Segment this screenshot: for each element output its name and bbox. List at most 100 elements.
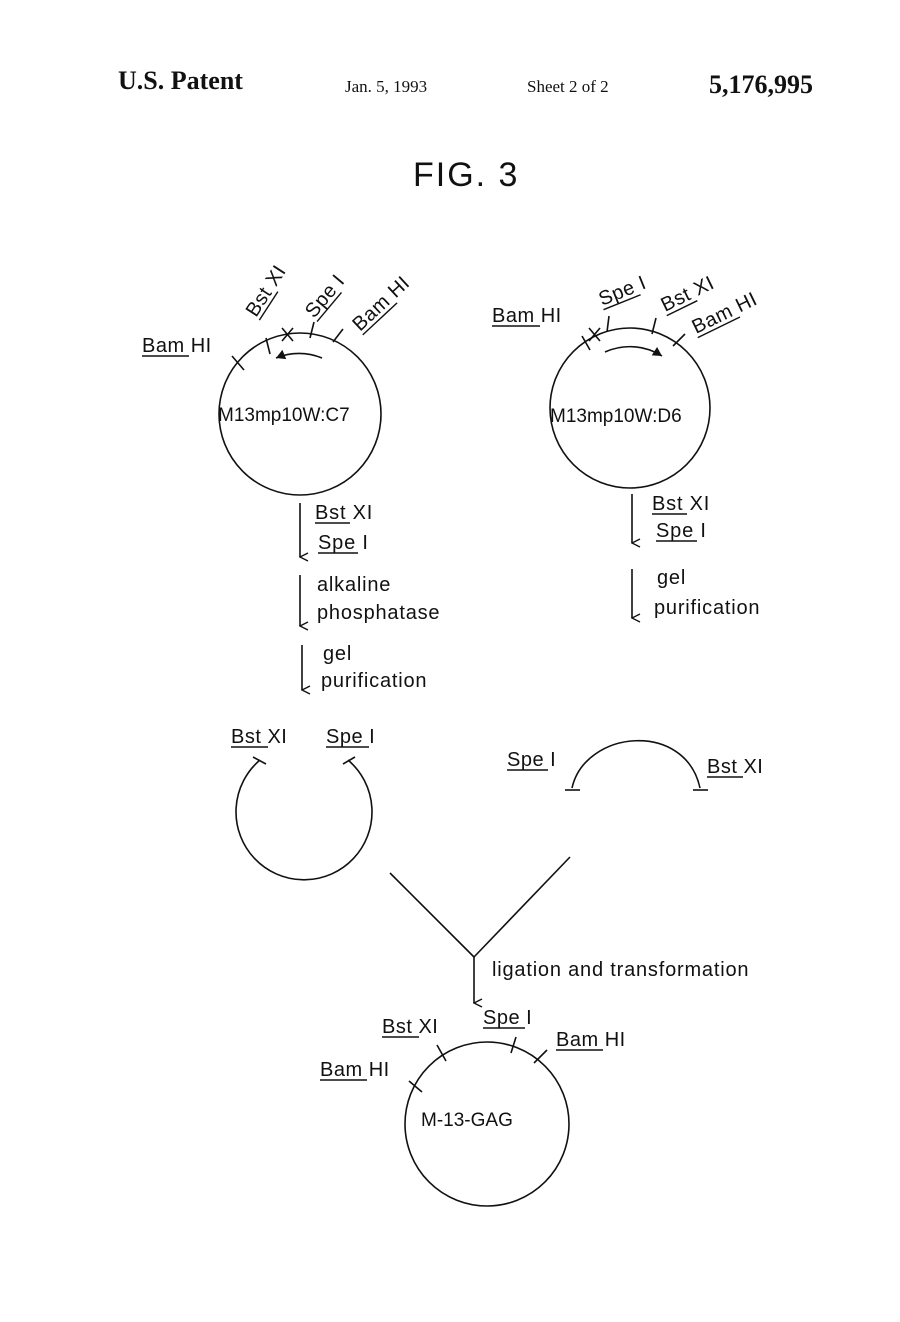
plasmid-c7-name: M13mp10W:C7 xyxy=(218,405,350,426)
product-plasmid-name: M-13-GAG xyxy=(421,1110,513,1131)
product-site-bamhi-right: Bam HI xyxy=(556,1029,626,1051)
vector-fragment-arc xyxy=(235,759,373,881)
site-suffix: HI xyxy=(384,272,414,302)
d6-step2-line1: gel xyxy=(657,567,686,589)
header-date: Jan. 5, 1993 xyxy=(345,77,428,96)
product-site-bamhi-left: Bam HI xyxy=(320,1059,390,1081)
svg-text:Bst XI: Bst XI xyxy=(382,1016,438,1038)
product-tick-bamhi-left xyxy=(408,1080,423,1093)
plasmid-c7: M13mp10W:C7 Bam HI Bst XI Spe I Bam HI xyxy=(142,261,440,692)
plasmid-d6-tick-bstxi xyxy=(651,317,657,335)
figure-title: FIG. 3 xyxy=(413,156,519,194)
site-suffix: XI xyxy=(690,272,718,300)
site-suffix: HI xyxy=(605,1029,626,1051)
product-plasmid-circle xyxy=(404,1041,570,1207)
site-suffix: HI xyxy=(541,305,562,327)
ligation-line-right xyxy=(473,856,571,958)
enzyme-underline xyxy=(666,300,698,317)
product-tick-bstxi xyxy=(436,1044,447,1062)
plasmid-c7-tick-bamhi-left xyxy=(231,355,245,371)
svg-text:Bst XI: Bst XI xyxy=(315,502,373,524)
site-suffix: XI xyxy=(267,726,287,748)
step-enzyme: Bst xyxy=(315,502,346,524)
product-tick-spei xyxy=(510,1036,517,1054)
site-suffix: I xyxy=(329,270,350,289)
step-suffix: I xyxy=(700,520,706,542)
svg-text:Bst XI: Bst XI xyxy=(707,756,763,778)
svg-text:Spe I: Spe I xyxy=(656,520,707,542)
insert-fragment: Spe I Bst XI xyxy=(507,739,763,791)
step-suffix: XI xyxy=(353,502,374,524)
site-suffix: XI xyxy=(418,1016,438,1038)
site-suffix: I xyxy=(636,272,650,295)
enzyme-underline xyxy=(258,291,279,321)
vector-site-spei: Spe I xyxy=(326,726,375,748)
c7-step2-line1: alkaline xyxy=(317,574,391,596)
svg-text:Bst XI: Bst XI xyxy=(652,493,710,515)
plasmid-c7-site-bstxi: Bst XI xyxy=(242,261,291,320)
plasmid-c7-circle xyxy=(218,332,382,496)
svg-text:Spe I: Spe I xyxy=(318,532,369,554)
svg-text:Spe I: Spe I xyxy=(301,270,349,322)
svg-text:Bst XI: Bst XI xyxy=(242,261,291,320)
site-enzyme: Bst xyxy=(231,726,261,748)
vector-end-bstxi xyxy=(252,756,267,765)
plasmid-d6-site-spei: Spe I xyxy=(596,272,650,311)
site-suffix: I xyxy=(550,749,556,771)
plasmid-d6: M13mp10W:D6 Bam HI Spe I Bst XI Bam HI xyxy=(492,272,761,619)
enzyme-underline xyxy=(603,294,641,311)
plasmid-c7-site-spei: Spe I xyxy=(301,270,349,322)
insert-site-spei: Spe I xyxy=(507,749,556,771)
site-enzyme: Bam xyxy=(142,335,185,357)
d6-step2-line2: purification xyxy=(654,597,760,619)
svg-text:Bam HI: Bam HI xyxy=(142,335,212,357)
site-suffix: HI xyxy=(191,335,212,357)
c7-step3-line2: purification xyxy=(321,670,427,692)
ligation-junction: ligation and transformation xyxy=(389,856,749,1003)
site-enzyme: Spe xyxy=(483,1007,520,1029)
site-enzyme: Bst xyxy=(707,756,737,778)
svg-text:Spe I: Spe I xyxy=(326,726,375,748)
site-suffix: XI xyxy=(262,261,291,290)
step-suffix: I xyxy=(362,532,368,554)
plasmid-c7-site-bamhi-right: Bam HI xyxy=(348,272,414,336)
site-suffix: HI xyxy=(369,1059,390,1081)
plasmid-c7-site-bamhi-left: Bam HI xyxy=(142,335,212,357)
svg-text:Bam HI: Bam HI xyxy=(556,1029,626,1051)
header-patent-label: U.S. Patent xyxy=(118,66,243,95)
product-site-spei: Spe I xyxy=(483,1007,532,1029)
svg-text:Spe I: Spe I xyxy=(596,272,650,311)
plasmid-d6-tick-x-b xyxy=(588,327,601,342)
plasmid-c7-tick-x-b xyxy=(281,327,294,342)
plasmid-d6-site-bamhi-left: Bam HI xyxy=(492,305,562,327)
site-enzyme: Bam xyxy=(556,1029,599,1051)
vector-fragment: Bst XI Spe I xyxy=(231,726,375,881)
site-suffix: I xyxy=(526,1007,532,1029)
step-suffix: XI xyxy=(690,493,711,515)
step-enzyme: Bst xyxy=(652,493,683,515)
svg-text:Bam HI: Bam HI xyxy=(492,305,562,327)
c7-step1-label: Bst XI Spe I xyxy=(315,502,373,554)
plasmid-d6-orientation-arrow xyxy=(604,345,663,357)
enzyme-underline xyxy=(316,292,343,323)
svg-text:Bam HI: Bam HI xyxy=(348,272,414,336)
plasmid-d6-name: M13mp10W:D6 xyxy=(550,406,682,427)
vector-end-spei xyxy=(342,756,356,765)
site-enzyme: Spe xyxy=(596,276,639,310)
product-plasmid: M-13-GAG Bam HI Bst XI Spe I Bam HI xyxy=(320,1007,626,1207)
ligation-line-left xyxy=(389,872,475,958)
plasmid-c7-orientation-arrow xyxy=(275,349,323,360)
svg-text:Spe I: Spe I xyxy=(483,1007,532,1029)
site-enzyme: Bst xyxy=(382,1016,412,1038)
plasmid-d6-circle xyxy=(549,327,711,489)
site-suffix: I xyxy=(369,726,375,748)
insert-site-bstxi: Bst XI xyxy=(707,756,763,778)
plasmid-c7-tick-bstxi xyxy=(265,337,271,355)
d6-step1-label: Bst XI Spe I xyxy=(652,493,710,542)
plasmid-d6-tick-bamhi-left xyxy=(581,335,591,351)
svg-text:Spe I: Spe I xyxy=(507,749,556,771)
product-site-bstxi: Bst XI xyxy=(382,1016,438,1038)
ligation-step-label: ligation and transformation xyxy=(492,959,749,981)
